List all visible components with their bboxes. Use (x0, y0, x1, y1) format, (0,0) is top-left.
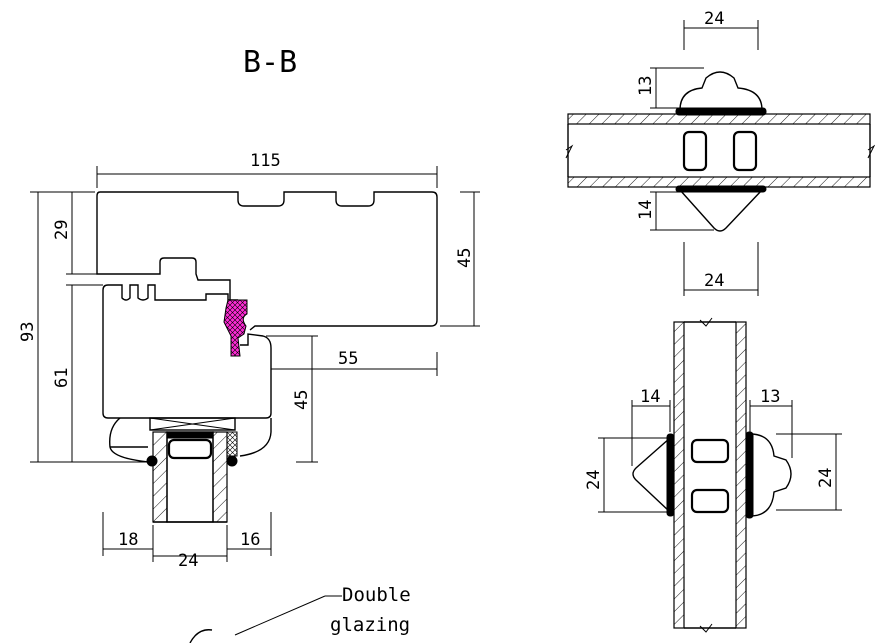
svg-text:45: 45 (292, 390, 312, 410)
svg-text:Double: Double (342, 584, 411, 606)
dim-top-detail-cone-height: 14 (636, 191, 714, 231)
panel-vertical-detail (632, 317, 792, 633)
svg-text:24: 24 (584, 470, 604, 490)
svg-text:glazing: glazing (330, 614, 410, 636)
svg-text:24: 24 (816, 468, 836, 488)
svg-text:14: 14 (636, 200, 656, 220)
svg-text:29: 29 (52, 220, 72, 240)
gasket-right (226, 455, 238, 467)
svg-text:14: 14 (640, 387, 660, 407)
frame-profile (96, 191, 438, 331)
svg-text:16: 16 (240, 530, 260, 550)
svg-text:115: 115 (250, 151, 281, 171)
dim-side-detail-left-height: 24 (584, 437, 670, 513)
dim-side-detail-cone: 14 (631, 387, 671, 466)
dim-bottom-row: 18 24 16 (102, 512, 272, 571)
svg-text:13: 13 (636, 76, 656, 96)
dim-frame-height-top: 29 (52, 192, 97, 275)
svg-text:18: 18 (118, 530, 138, 550)
dim-sash-inner-depth: 45 (266, 335, 318, 463)
svg-text:55: 55 (338, 349, 358, 369)
double-glazing-panes (152, 431, 228, 523)
dim-top-detail-cap-height: 13 (636, 67, 704, 109)
dim-overall-height: 93 (18, 191, 148, 463)
dim-sash-offset: 55 (271, 349, 438, 376)
sash-profile (102, 284, 272, 463)
svg-text:24: 24 (704, 271, 724, 291)
double-glazing-callout: Double glazing (189, 584, 411, 643)
panel-horizontal-detail (565, 71, 875, 232)
svg-text:13: 13 (760, 387, 780, 407)
svg-text:93: 93 (18, 322, 38, 342)
dim-frame-width: 115 (96, 151, 438, 188)
section-title: B-B (243, 45, 297, 80)
seal-hatch (224, 300, 247, 356)
dim-side-detail-right-height: 24 (776, 433, 842, 511)
dim-sash-height: 61 (52, 284, 103, 462)
svg-text:24: 24 (178, 551, 198, 571)
dim-frame-right-depth: 45 (440, 191, 480, 327)
bead-seal (226, 431, 238, 457)
dim-top-detail-width: 24 (683, 9, 759, 50)
dim-top-detail-bottom-width: 24 (683, 242, 759, 296)
dim-side-detail-cap: 13 (749, 387, 793, 458)
svg-text:24: 24 (704, 9, 724, 29)
glazing-block (149, 417, 236, 431)
svg-text:61: 61 (52, 368, 72, 388)
svg-text:45: 45 (455, 248, 475, 268)
gasket-left (146, 455, 158, 467)
